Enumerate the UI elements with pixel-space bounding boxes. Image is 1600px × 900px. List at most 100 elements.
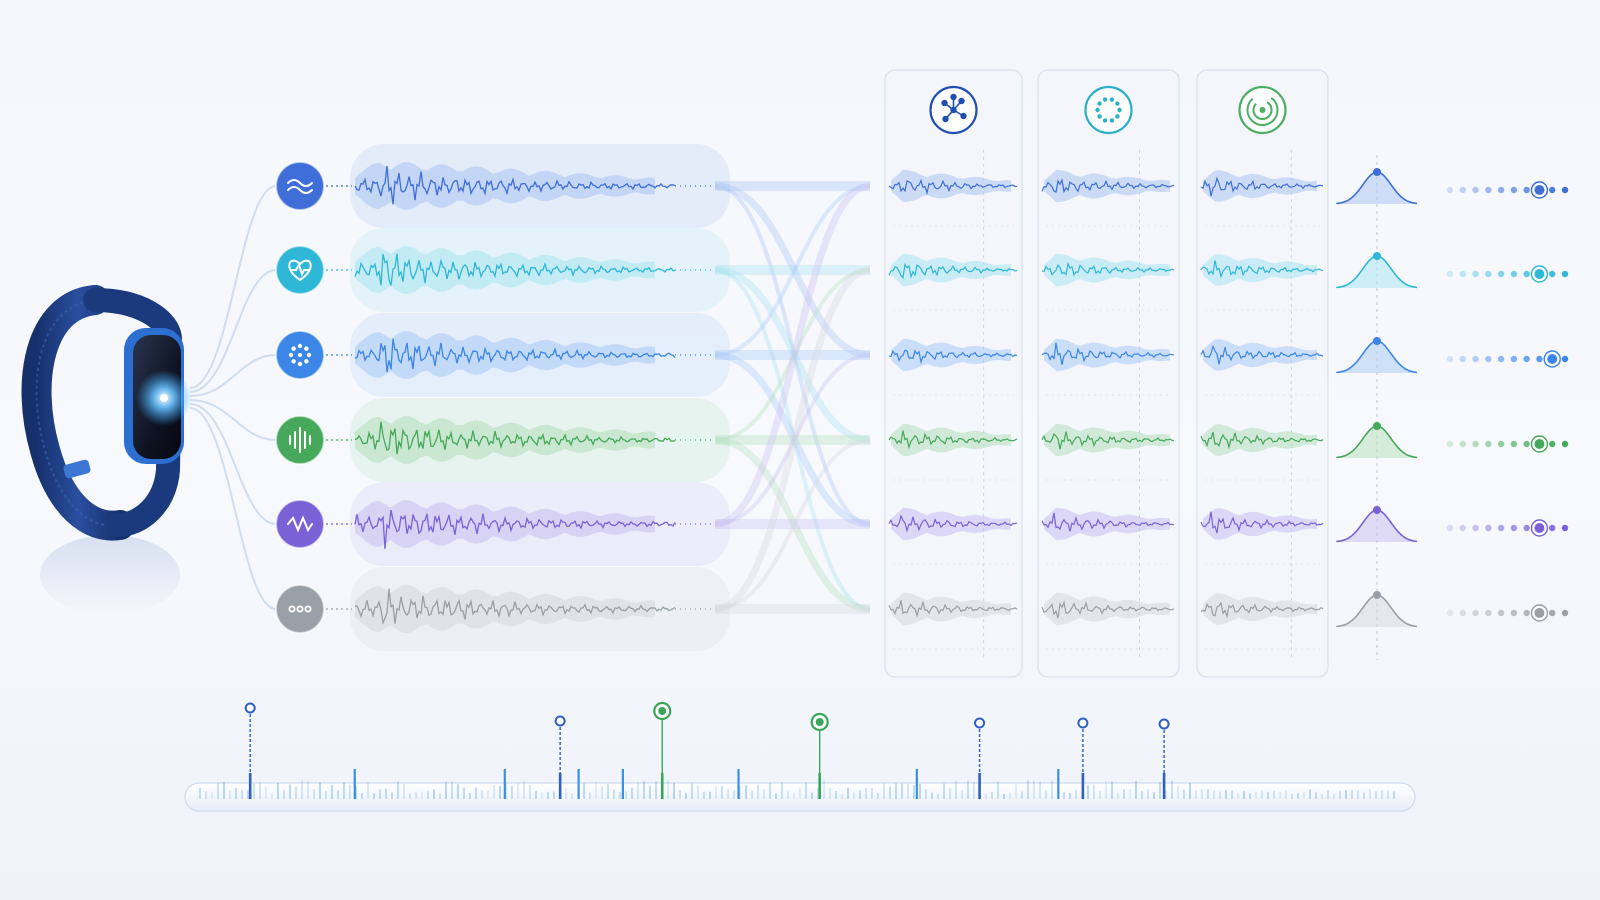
slider-thumb-ring [1543, 350, 1561, 368]
timeline-marker[interactable] [810, 712, 829, 799]
panel-waveform [888, 349, 1018, 365]
channel-row-heart [275, 228, 730, 312]
panel-waveform [1200, 432, 1324, 450]
timeline-marker[interactable] [653, 701, 672, 799]
panel-waveform-envelope [891, 507, 1011, 541]
dot-slider-signal[interactable] [1446, 519, 1569, 537]
slider-dot [1497, 270, 1505, 278]
panel-radar [1196, 69, 1329, 678]
slider-dot [1549, 186, 1556, 194]
timeline-marker[interactable] [1077, 717, 1089, 800]
flow-ribbons [714, 180, 871, 615]
panel-waveform-envelope [1203, 254, 1317, 286]
dotted-circle-icon[interactable] [1084, 85, 1133, 135]
timeline-track[interactable] [184, 782, 1416, 812]
panel-waveform [1041, 600, 1175, 619]
panel-waveform [1041, 431, 1175, 450]
slider-dot [1485, 440, 1492, 448]
slider-dot [1549, 524, 1556, 532]
sound-bars-icon[interactable] [275, 415, 325, 465]
slider-thumb [1532, 267, 1547, 281]
panel-waveform-envelope [1203, 339, 1317, 371]
slider-dot [1536, 355, 1543, 363]
waveform-envelope [355, 585, 655, 633]
slider-thumb-ring [1530, 519, 1549, 537]
dot-slider-motion[interactable] [1446, 181, 1569, 199]
panel-waveform-envelope [1044, 169, 1170, 203]
waveform-line [354, 421, 676, 455]
flow-ribbon [714, 351, 871, 528]
timeline-marker[interactable] [554, 715, 566, 800]
slider-dot [1523, 440, 1530, 448]
panel-waveform [1200, 601, 1324, 619]
distribution-column [1336, 155, 1569, 660]
slider-dot [1497, 186, 1505, 194]
distribution-peak [1373, 506, 1381, 514]
slider-dot [1561, 355, 1569, 363]
timeline-marker[interactable] [244, 702, 256, 800]
distribution-fill [1337, 172, 1417, 204]
zigzag-icon[interactable] [275, 499, 325, 549]
slider-dot [1472, 609, 1479, 617]
channel-row-motion [275, 144, 730, 228]
slider-dot [1523, 609, 1530, 617]
slider-dot [1510, 186, 1518, 194]
heart-pulse-icon[interactable] [275, 245, 325, 295]
more-dots-icon[interactable] [275, 584, 325, 634]
panel-waveform [1041, 261, 1175, 277]
slider-dot [1510, 270, 1518, 278]
slider-dot [1523, 270, 1530, 278]
timeline-marker[interactable] [1158, 718, 1170, 800]
channel-row-signal [275, 482, 730, 566]
distribution-signal [1336, 506, 1418, 543]
network-nodes-icon[interactable] [929, 85, 978, 135]
slider-dot [1446, 609, 1454, 617]
dot-slider-audio[interactable] [1446, 435, 1569, 453]
flow-ribbon [714, 268, 871, 442]
dot-slider-other[interactable] [1446, 604, 1569, 622]
slider-dot [1485, 186, 1492, 194]
slider-thumb [1532, 606, 1547, 620]
slider-thumb-ring [1530, 435, 1549, 453]
dot-slider-breath[interactable] [1446, 350, 1569, 368]
slider-thumb-ring [1530, 265, 1549, 283]
distribution-fill [1337, 510, 1417, 542]
slider-dot [1472, 270, 1479, 278]
panel-waveform [888, 178, 1018, 196]
panel-waveform [888, 600, 1018, 618]
device-connector-line [189, 403, 277, 525]
slider-dot [1549, 440, 1556, 448]
device-connector-line [189, 269, 277, 393]
concentric-rings-icon[interactable] [1238, 85, 1287, 135]
waveform-line [354, 509, 676, 549]
slider-dot [1485, 609, 1492, 617]
timeline-marker[interactable] [974, 717, 986, 800]
distribution-peak [1373, 252, 1381, 260]
panel-cluster [1037, 69, 1180, 678]
distribution-fill [1337, 426, 1417, 458]
slider-dot [1497, 440, 1505, 448]
wave-lines-icon[interactable] [275, 161, 325, 211]
flow-ribbon [714, 266, 871, 613]
slider-dot [1561, 186, 1569, 194]
flow-ribbon [714, 438, 871, 611]
device-connector-line [189, 185, 277, 389]
panel-waveform [1200, 344, 1324, 365]
flow-ribbon [714, 184, 871, 526]
slider-dot [1472, 524, 1479, 532]
dot-ring-icon[interactable] [275, 330, 325, 380]
distribution-peak [1373, 168, 1381, 176]
distribution-motion [1336, 168, 1418, 205]
slider-dot [1459, 186, 1466, 194]
waveform-line [354, 338, 676, 373]
panel-waveform [1200, 260, 1324, 279]
slider-thumb-ring [1530, 604, 1549, 622]
slider-dot [1459, 270, 1466, 278]
dot-slider-heart[interactable] [1446, 265, 1569, 283]
slider-dot [1485, 355, 1492, 363]
slider-dot [1510, 524, 1518, 532]
slider-dot [1561, 609, 1569, 617]
distribution-heart [1336, 252, 1418, 289]
slider-dot [1549, 270, 1556, 278]
flow-ribbon [714, 182, 871, 359]
